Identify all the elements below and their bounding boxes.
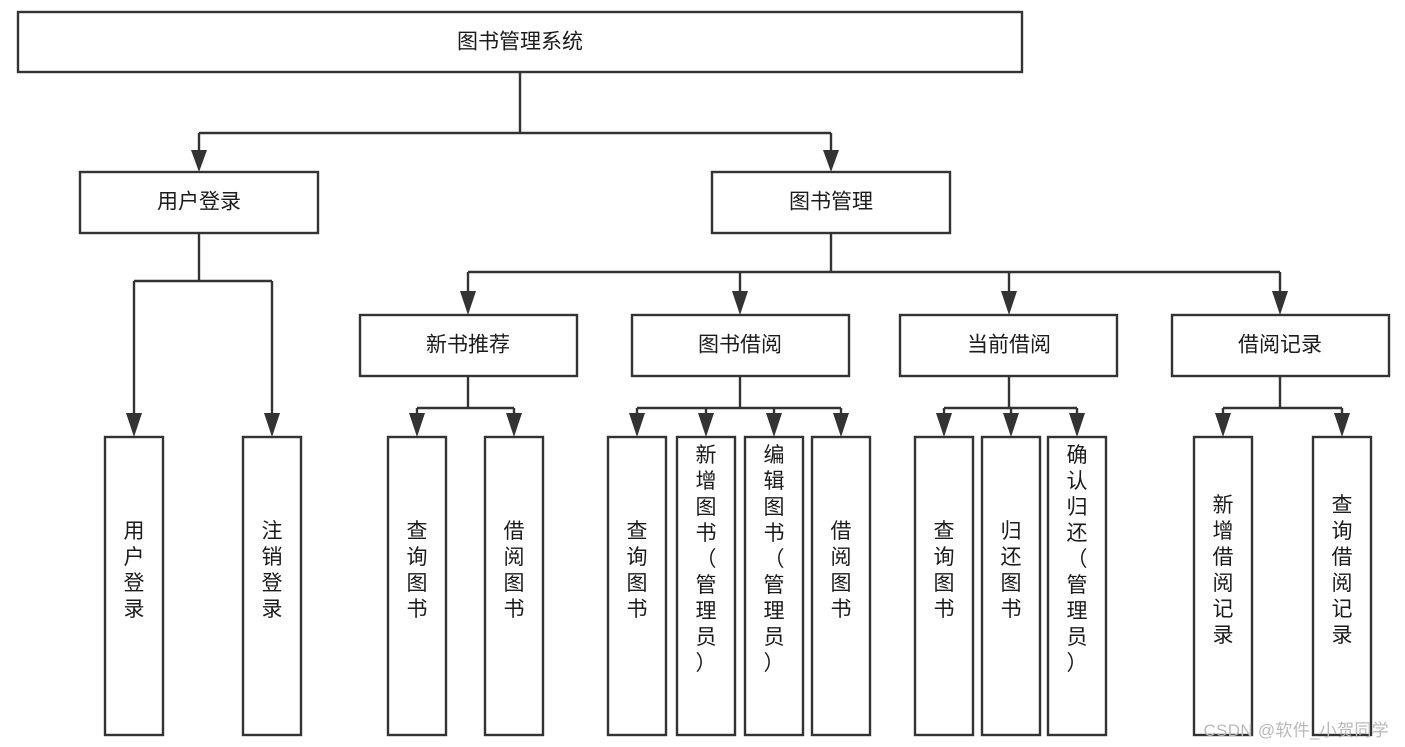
node-leaf2-label: 注销登录 xyxy=(262,520,283,621)
node-leaf10-label: 归还图书 xyxy=(1001,520,1022,621)
node-leaf4[interactable]: 借阅图书 xyxy=(483,435,545,737)
node-leaf9-box[interactable] xyxy=(913,435,975,737)
node-bookmgmt-box[interactable] xyxy=(710,170,952,235)
connector-bookmgmt-bus xyxy=(466,233,1282,296)
node-leaf6-label: 新增图书（管理员） xyxy=(696,444,717,675)
arrow-to-current xyxy=(1001,291,1017,315)
node-leaf6[interactable]: 新增图书（管理员） xyxy=(675,435,737,737)
arrow-to-leaf2 xyxy=(264,413,280,437)
node-login-label: 用户登录 xyxy=(157,191,241,214)
node-login[interactable]: 用户登录 xyxy=(78,170,320,235)
arrow-to-leaf7 xyxy=(766,413,782,437)
node-leaf9[interactable]: 查询图书 xyxy=(913,435,975,737)
csdn-watermark: CSDN @软件_小贺同学 xyxy=(1203,721,1389,740)
node-leaf13[interactable]: 查询借阅记录 xyxy=(1311,435,1373,737)
node-leaf3-box[interactable] xyxy=(386,435,448,737)
arrow-to-leaf6 xyxy=(698,413,714,437)
node-borrow-box[interactable] xyxy=(630,313,851,378)
node-leaf5[interactable]: 查询图书 xyxy=(606,435,668,737)
connector-borrow-bus xyxy=(635,376,843,420)
arrow-to-login xyxy=(191,150,207,172)
node-leaf6-box[interactable] xyxy=(675,435,737,737)
connector-login-bus xyxy=(132,233,274,420)
arrow-to-records xyxy=(1272,291,1288,315)
node-borrow-label: 图书借阅 xyxy=(698,334,782,357)
node-records-label: 借阅记录 xyxy=(1238,334,1322,357)
connector-records-bus xyxy=(1221,376,1344,420)
arrow-to-borrow xyxy=(732,291,748,315)
arrow-to-leaf9 xyxy=(936,413,952,437)
node-leaf11-label: 确认归还（管理员） xyxy=(1067,444,1088,675)
node-leaf11[interactable]: 确认归还（管理员） xyxy=(1046,435,1108,737)
arrow-to-leaf8 xyxy=(833,413,849,437)
node-root-box[interactable] xyxy=(16,10,1024,74)
arrow-to-newbook xyxy=(460,291,476,315)
arrow-to-leaf13 xyxy=(1334,413,1350,437)
node-leaf2-box[interactable] xyxy=(241,435,303,737)
node-records[interactable]: 借阅记录 xyxy=(1170,313,1391,378)
node-leaf5-label: 查询图书 xyxy=(627,520,648,621)
node-leaf5-box[interactable] xyxy=(606,435,668,737)
node-current-label: 当前借阅 xyxy=(967,334,1051,357)
node-leaf1-box[interactable] xyxy=(103,435,165,737)
node-newbook-label: 新书推荐 xyxy=(426,334,510,357)
node-leaf8[interactable]: 借阅图书 xyxy=(810,435,872,737)
node-bookmgmt-label: 图书管理 xyxy=(789,191,873,214)
node-leaf8-label: 借阅图书 xyxy=(831,520,852,621)
node-leaf4-box[interactable] xyxy=(483,435,545,737)
node-borrow[interactable]: 图书借阅 xyxy=(630,313,851,378)
node-leaf4-label: 借阅图书 xyxy=(504,520,525,621)
node-leaf7[interactable]: 编辑图书（管理员） xyxy=(743,435,805,737)
node-current-box[interactable] xyxy=(898,313,1119,378)
arrow-to-leaf4 xyxy=(506,413,522,437)
node-root[interactable]: 图书管理系统 xyxy=(16,10,1024,74)
node-newbook[interactable]: 新书推荐 xyxy=(358,313,579,378)
node-bookmgmt[interactable]: 图书管理 xyxy=(710,170,952,235)
arrow-to-leaf5 xyxy=(629,413,645,437)
node-leaf10-box[interactable] xyxy=(980,435,1042,737)
node-leaf3[interactable]: 查询图书 xyxy=(386,435,448,737)
node-leaf7-box[interactable] xyxy=(743,435,805,737)
node-leaf13-label: 查询借阅记录 xyxy=(1332,494,1353,647)
connector-newbook-bus xyxy=(415,376,516,420)
node-leaf12-label: 新增借阅记录 xyxy=(1213,494,1234,647)
node-leaf12-box[interactable] xyxy=(1192,435,1254,737)
node-records-box[interactable] xyxy=(1170,313,1391,378)
connector-layer xyxy=(126,72,1350,437)
node-leaf2[interactable]: 注销登录 xyxy=(241,435,303,737)
arrow-to-leaf3 xyxy=(409,413,425,437)
connector-root-bus xyxy=(197,72,833,157)
node-leaf10[interactable]: 归还图书 xyxy=(980,435,1042,737)
node-leaf13-box[interactable] xyxy=(1311,435,1373,737)
node-leaf7-label: 编辑图书（管理员） xyxy=(764,444,785,675)
node-leaf8-box[interactable] xyxy=(810,435,872,737)
node-root-label: 图书管理系统 xyxy=(457,31,583,54)
node-leaf3-label: 查询图书 xyxy=(407,520,428,621)
arrow-to-leaf1 xyxy=(126,413,142,437)
arrow-to-leaf10 xyxy=(1003,413,1019,437)
arrow-to-bookmgmt xyxy=(823,150,839,172)
node-leaf9-label: 查询图书 xyxy=(934,520,955,621)
node-leaf1-label: 用户登录 xyxy=(124,520,145,621)
node-newbook-box[interactable] xyxy=(358,313,579,378)
arrow-to-leaf12 xyxy=(1215,413,1231,437)
node-current[interactable]: 当前借阅 xyxy=(898,313,1119,378)
node-login-box[interactable] xyxy=(78,170,320,235)
node-leaf12[interactable]: 新增借阅记录 xyxy=(1192,435,1254,737)
node-leaf11-box[interactable] xyxy=(1046,435,1108,737)
arrow-to-leaf11 xyxy=(1069,413,1085,437)
node-leaf1[interactable]: 用户登录 xyxy=(103,435,165,737)
